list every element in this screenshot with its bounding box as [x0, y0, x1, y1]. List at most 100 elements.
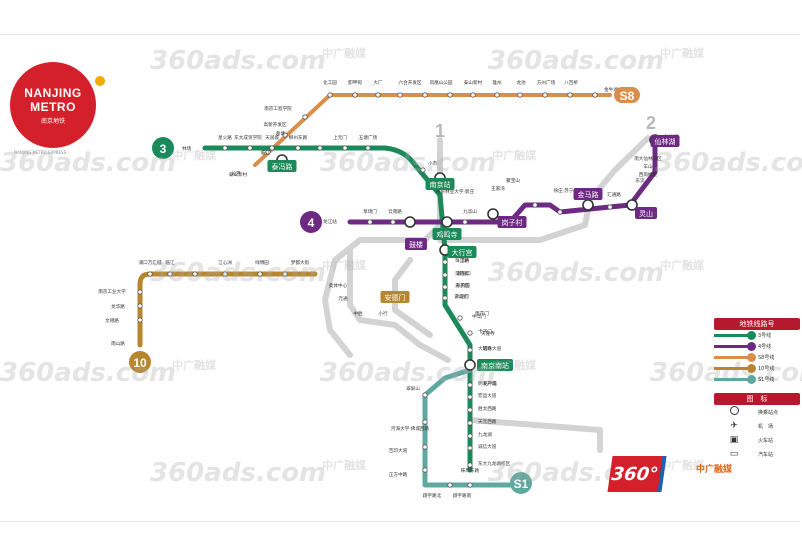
station-label: 正方中路	[389, 471, 408, 478]
line-10	[137, 271, 318, 348]
station-dot	[192, 271, 198, 277]
station-dot	[467, 420, 473, 426]
line-badge-label: S8	[620, 89, 635, 103]
station-dot	[447, 482, 453, 488]
line-s8	[253, 93, 612, 167]
legend-line-chip	[747, 342, 756, 351]
station-label: 龙华路	[111, 303, 125, 310]
hub-marker	[441, 216, 453, 228]
hub-label: 金马路	[578, 190, 599, 199]
station-label: 常府街	[455, 270, 469, 277]
station-label: 天润城	[265, 134, 279, 141]
station-dot	[422, 444, 428, 450]
brand-name: 中广融媒	[696, 465, 733, 475]
station-label: 卸甲甸	[348, 79, 362, 86]
station-dot	[422, 467, 428, 473]
station-label: 夫子庙	[455, 282, 469, 289]
station-dot	[442, 272, 448, 278]
station-label: 王家湾	[491, 185, 505, 192]
station-dot	[442, 284, 448, 290]
station-dot	[365, 145, 371, 151]
legend-line-swatch	[714, 342, 756, 351]
station-label: 软件大道	[483, 345, 502, 352]
station-dot	[302, 114, 308, 120]
station-dot	[542, 92, 548, 98]
station-label: 柳州东路	[289, 134, 308, 141]
station-label: 泰山新村	[464, 79, 483, 86]
hub-label: 灵山	[639, 209, 653, 218]
hub-marker	[464, 359, 476, 371]
legend-icon-label: 汽车站	[758, 451, 774, 458]
station-dot	[317, 145, 323, 151]
logo-subtitle: NANJING METRO EXPRESS	[14, 150, 67, 155]
line-badge-bg	[152, 137, 174, 159]
station-label: 小行	[378, 310, 388, 317]
station-dot	[532, 202, 538, 208]
legend-icon-row: ▣火车站	[714, 433, 800, 447]
hub-label-bg	[425, 178, 455, 190]
inactive-line-2	[437, 135, 651, 243]
station-dot	[295, 145, 301, 151]
station-dot	[375, 92, 381, 98]
station-dot	[327, 92, 333, 98]
station-dot	[467, 482, 473, 488]
station-label: 翠屏山	[406, 385, 420, 392]
legend-icon-glyph: ▭	[729, 449, 739, 459]
station-dot	[494, 92, 500, 98]
station-label: 南京工业大学	[98, 288, 126, 295]
station-dot	[247, 145, 253, 151]
station-label: 九华山	[463, 208, 477, 215]
station-label: 临江	[261, 149, 271, 156]
station-label: 秣周东路	[461, 467, 480, 474]
legend-line-row: S1号线	[714, 374, 800, 385]
legend-line-row: S8号线	[714, 352, 800, 363]
station-label: 江心洲	[218, 259, 232, 266]
legend-line-swatch	[714, 375, 756, 384]
hub-label: 岗子村	[502, 218, 523, 227]
station-dot	[222, 271, 228, 277]
line-badge-label: 3	[160, 142, 167, 156]
legend-line-label: 4号线	[758, 344, 772, 350]
station-label: 上元门	[333, 134, 347, 141]
line-badge-label: 1	[435, 121, 445, 141]
hub-label: 鼓楼	[409, 240, 423, 249]
station-dot	[462, 219, 468, 225]
line-badge-bg	[300, 211, 322, 233]
station-label: 明发广场	[478, 380, 497, 387]
hub-marker	[582, 199, 594, 211]
station-label: 绿博园	[255, 259, 269, 266]
legend-lines-title: 地铁线路号	[714, 318, 800, 330]
station-dot	[470, 92, 476, 98]
inactive-line-south	[467, 417, 603, 453]
station-dot	[567, 92, 573, 98]
station-label: 凤凰山公园	[430, 79, 453, 86]
station-label: 南大仙林校区	[634, 155, 662, 162]
station-dot	[447, 92, 453, 98]
station-label: 诚信大道	[478, 443, 497, 450]
station-label: 龙池	[516, 79, 526, 86]
station-label: 新街口	[457, 270, 471, 277]
station-dot	[282, 271, 288, 277]
station-label: 西岗桦墅	[639, 171, 658, 178]
station-dot	[137, 289, 143, 295]
hub-label: 仙林湖	[655, 137, 676, 146]
station-label: 天隆寺	[481, 330, 495, 337]
nanjing-metro-logo: NANJING METRO 南京地铁	[10, 62, 96, 148]
legend-icon-glyph	[714, 406, 754, 418]
station-dot	[422, 419, 428, 425]
legend-line-chip	[747, 353, 756, 362]
legend-line-label: S8号线	[758, 355, 775, 361]
station-markers	[137, 92, 613, 488]
station-label: 卡子门	[478, 328, 492, 335]
station-dot	[265, 149, 271, 155]
station-dot	[442, 259, 448, 265]
station-label: 元通	[338, 295, 348, 302]
line-badge-label: 2	[646, 113, 656, 133]
station-dot	[467, 407, 473, 413]
station-label: 翔宇路南	[453, 492, 472, 499]
station-label: 徐庄·苏宁总部	[553, 187, 582, 194]
station-label: 方州广场	[537, 79, 556, 86]
transfer-icon	[729, 406, 739, 415]
legend-line-swatch	[714, 353, 756, 362]
